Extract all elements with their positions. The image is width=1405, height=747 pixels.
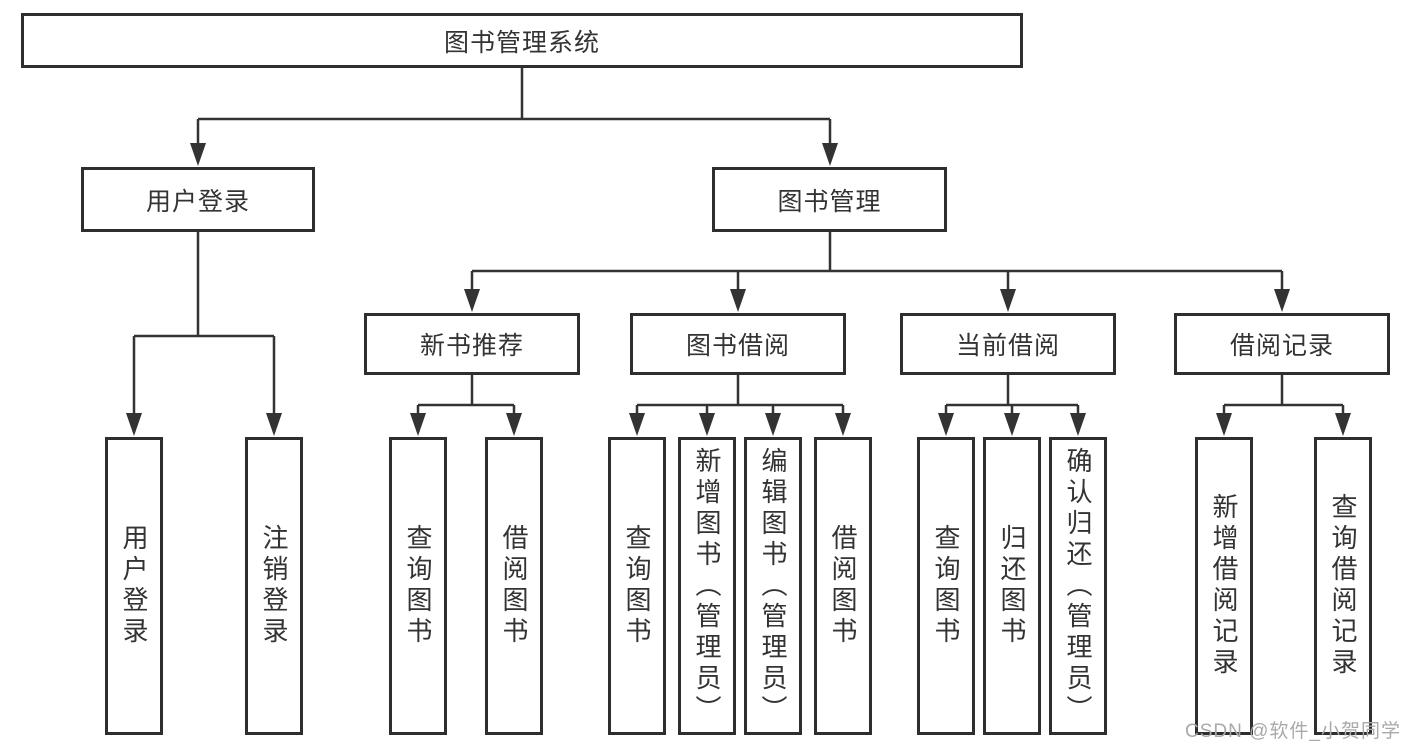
leaf-add-borrow-record-label: 新增借阅记录	[1209, 493, 1239, 679]
node-root-label: 图书管理系统	[443, 28, 600, 57]
connector-user-login-children	[132, 232, 276, 414]
csdn-watermark: CSDN @软件_小贺同学	[1185, 721, 1401, 742]
connector-book-borrow-children	[635, 375, 845, 414]
node-root-system: 图书管理系统	[21, 13, 1023, 68]
leaf-borrow-book-recommend: 借阅图书	[485, 437, 543, 735]
connector-current-borrow-children	[944, 375, 1080, 414]
node-user-login-label: 用户登录	[145, 187, 250, 216]
connector-new-book-children	[416, 375, 516, 414]
leaf-query-book-recommend-label: 查询图书	[403, 524, 433, 648]
node-book-borrow-label: 图书借阅	[685, 332, 790, 360]
leaf-query-book-recommend: 查询图书	[389, 437, 447, 735]
leaf-borrow-book-recommend-label: 借阅图书	[499, 524, 529, 648]
leaf-user-login: 用户登录	[105, 437, 163, 735]
node-borrow-record: 借阅记录	[1174, 313, 1390, 375]
leaf-add-book-admin-label: 新增图书（管理员）	[692, 446, 722, 726]
leaf-return-book: 归还图书	[983, 437, 1041, 735]
node-current-borrow-label: 当前借阅	[955, 332, 1060, 360]
leaf-borrow-book-label: 借阅图书	[828, 524, 858, 648]
leaf-add-borrow-record: 新增借阅记录	[1195, 437, 1253, 735]
leaf-query-borrow-record: 查询借阅记录	[1314, 437, 1372, 735]
leaf-add-book-admin: 新增图书（管理员）	[678, 437, 736, 735]
connector-borrow-record-children	[1222, 375, 1345, 414]
leaf-return-book-label: 归还图书	[997, 524, 1027, 648]
connector-book-management-children	[470, 232, 1284, 290]
leaf-query-book-current-label: 查询图书	[931, 524, 961, 648]
node-borrow-record-label: 借阅记录	[1229, 332, 1334, 360]
node-book-management: 图书管理	[712, 167, 947, 232]
leaf-edit-book-admin-label: 编辑图书（管理员）	[758, 446, 788, 726]
leaf-borrow-book: 借阅图书	[814, 437, 872, 735]
node-new-book-recommend: 新书推荐	[364, 313, 580, 375]
leaf-query-book-borrow-label: 查询图书	[622, 524, 652, 648]
leaf-user-login-label: 用户登录	[119, 524, 149, 648]
leaf-confirm-return-admin-label: 确认归还（管理员）	[1063, 446, 1093, 726]
node-book-borrow: 图书借阅	[630, 313, 846, 375]
node-new-book-recommend-label: 新书推荐	[419, 332, 524, 360]
leaf-query-borrow-record-label: 查询借阅记录	[1328, 493, 1358, 679]
leaf-edit-book-admin: 编辑图书（管理员）	[744, 437, 802, 735]
node-current-borrow: 当前借阅	[900, 313, 1116, 375]
leaf-query-book-current: 查询图书	[917, 437, 975, 735]
leaf-logout: 注销登录	[245, 437, 303, 735]
leaf-query-book-borrow: 查询图书	[608, 437, 666, 735]
node-user-login: 用户登录	[81, 167, 315, 232]
arrow-down-icons	[126, 143, 1351, 436]
node-book-management-label: 图书管理	[777, 187, 882, 216]
connector-root-to-level2	[196, 68, 832, 144]
leaf-logout-label: 注销登录	[259, 524, 289, 648]
leaf-confirm-return-admin: 确认归还（管理员）	[1049, 437, 1107, 735]
